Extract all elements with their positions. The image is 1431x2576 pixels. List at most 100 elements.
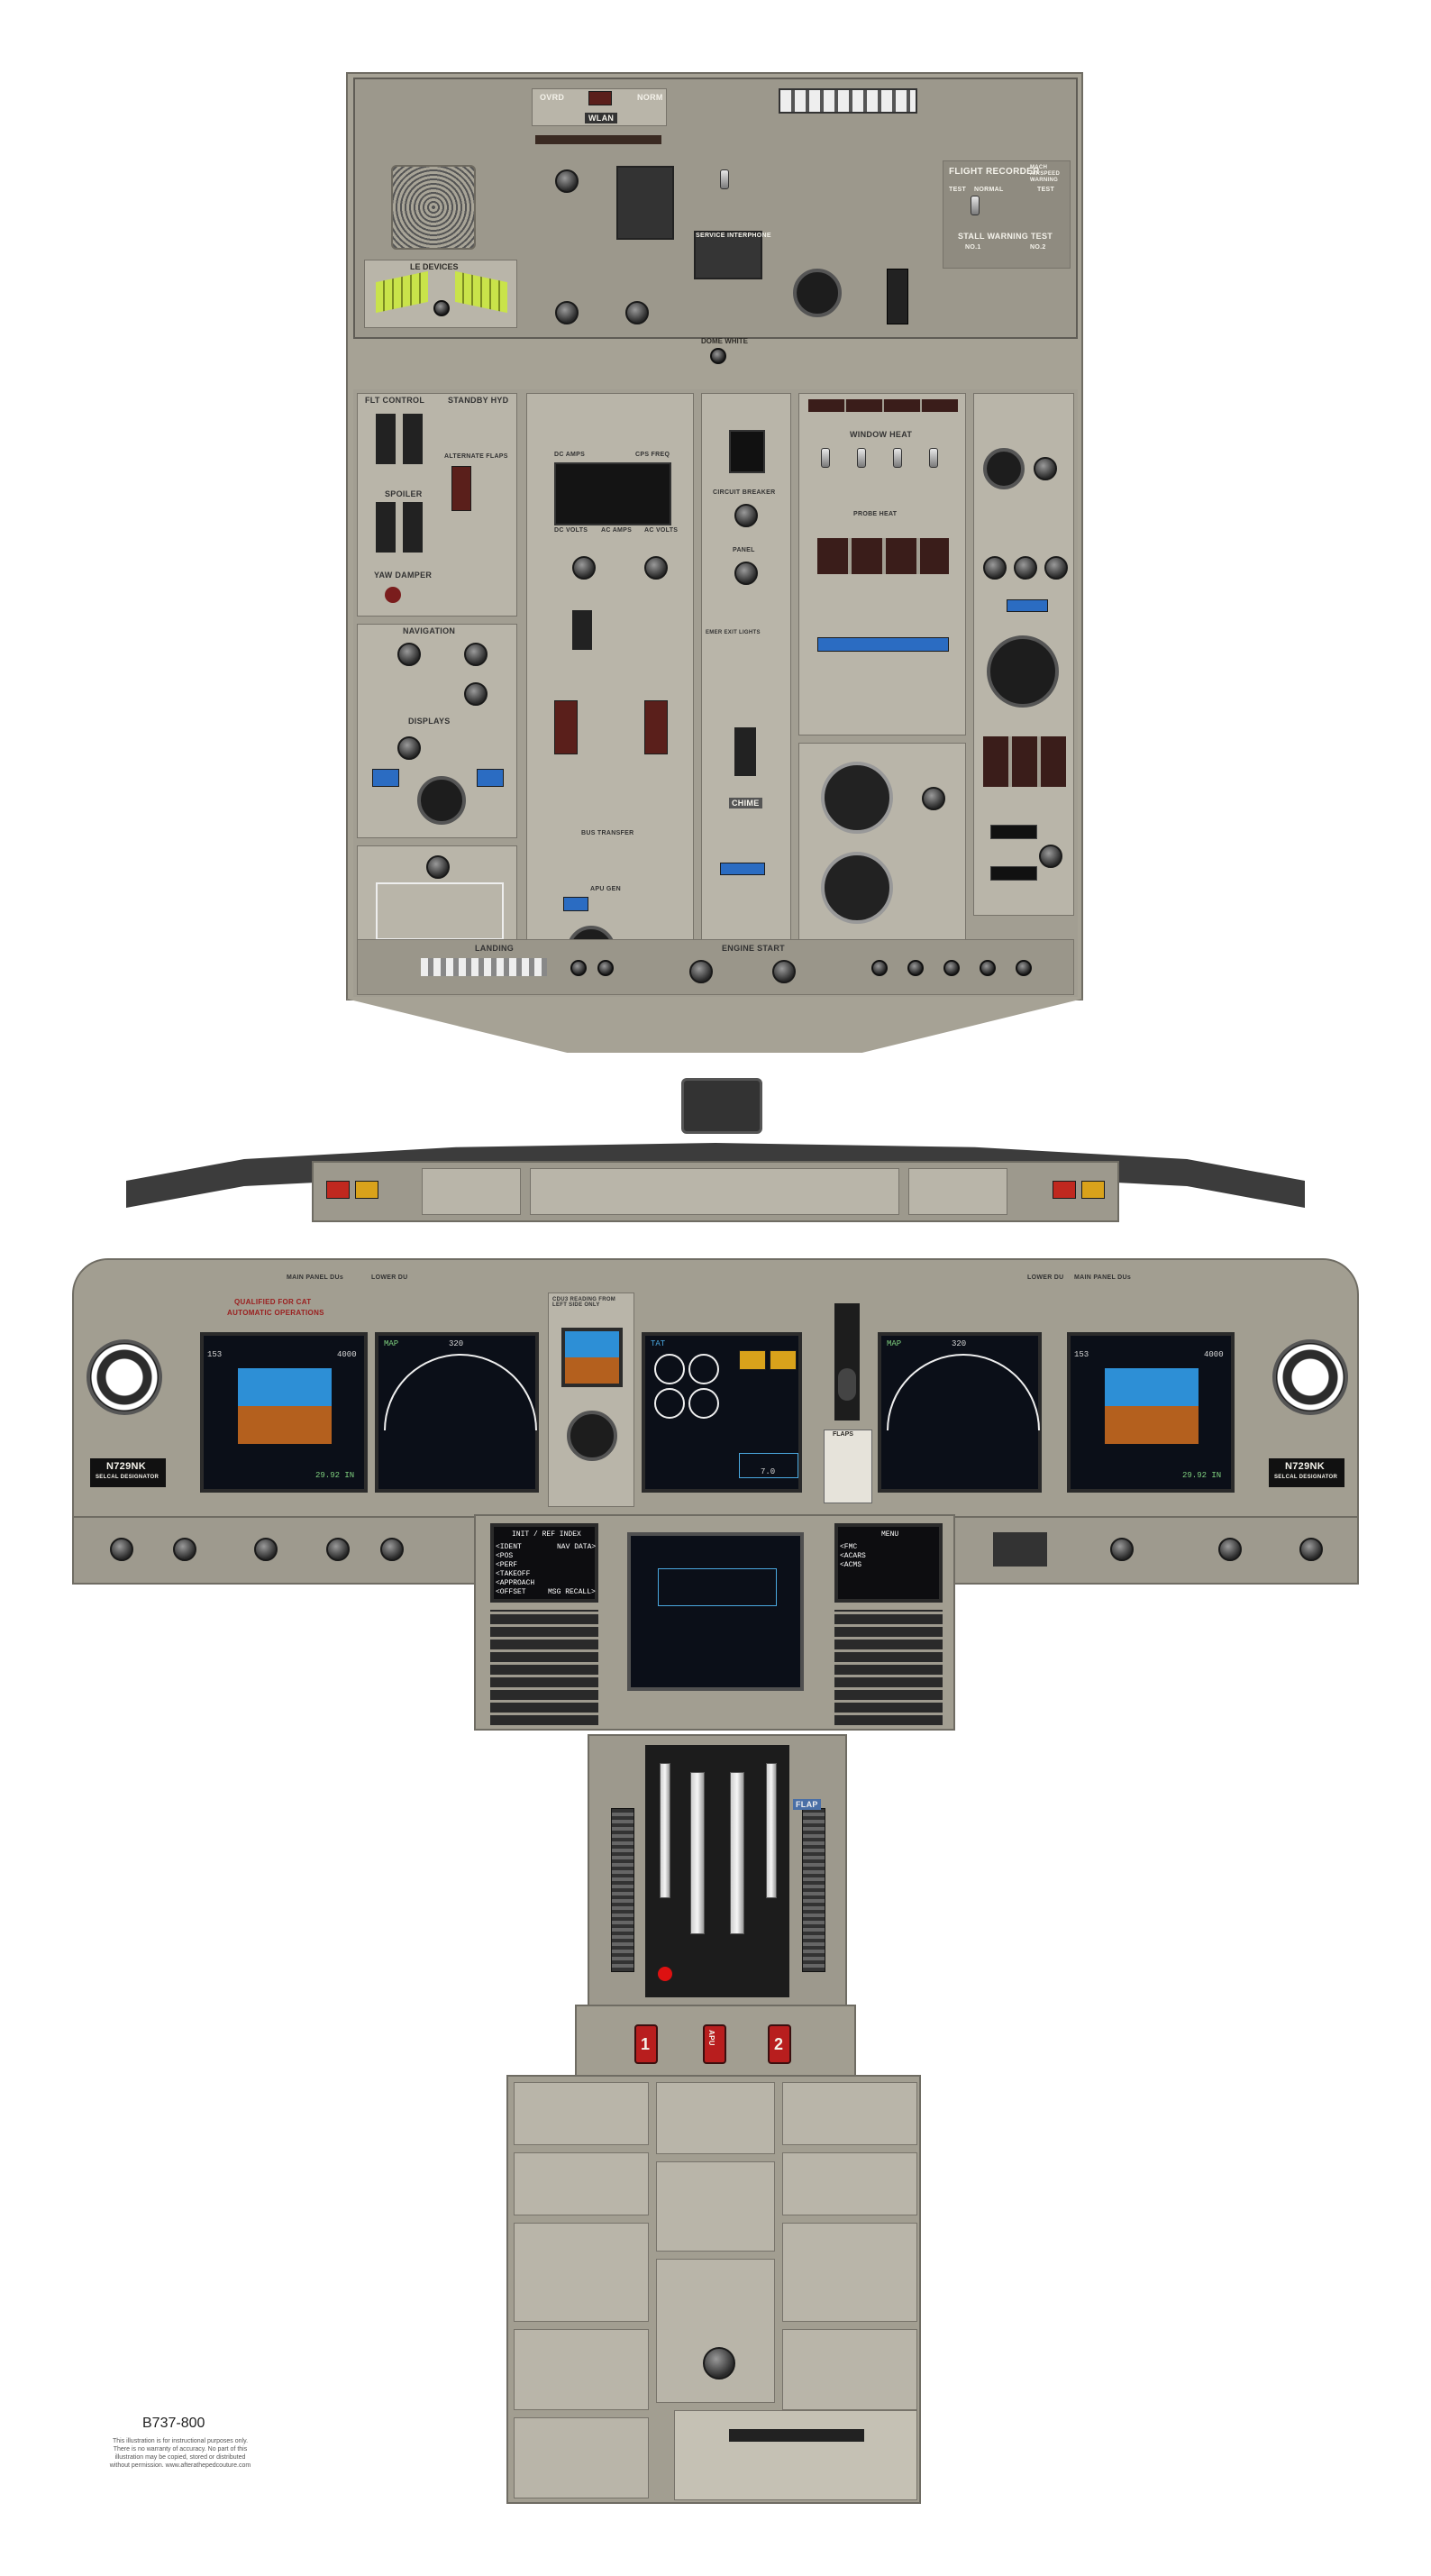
ovrd-label: OVRD <box>540 93 565 102</box>
cdu-left-line-4: <TAKEOFF <box>496 1570 531 1578</box>
apu-fire-handle[interactable]: APU <box>703 2024 726 2064</box>
pressurisation-knob[interactable] <box>1039 845 1062 868</box>
thrust-lever-1[interactable] <box>690 1772 705 1934</box>
rudder-trim-knob[interactable] <box>703 2347 735 2380</box>
logo-light-knob-3[interactable] <box>943 960 960 976</box>
dome-white-knob[interactable] <box>710 348 726 364</box>
fire-warn-right[interactable] <box>1053 1181 1076 1199</box>
pressure-lever[interactable] <box>887 269 908 324</box>
stab-trim-wheel-left[interactable] <box>611 1808 634 1972</box>
logo-light-knob-5[interactable] <box>1016 960 1032 976</box>
landing-label: LANDING <box>475 944 515 953</box>
lower-knob-r1[interactable] <box>1110 1538 1134 1561</box>
engine-2-fire-handle[interactable]: 2 <box>768 2024 791 2064</box>
window-heat-sw-4[interactable] <box>929 448 938 468</box>
lower-knob-l2[interactable] <box>173 1538 196 1561</box>
wlan-guard[interactable] <box>588 91 612 105</box>
nd-right-arc <box>887 1354 1040 1430</box>
lower-knob-l3[interactable] <box>254 1538 278 1561</box>
yaw-damper-switch[interactable] <box>385 587 401 603</box>
parking-brake[interactable] <box>658 1967 672 1981</box>
cdu-left-right-6: MSG RECALL> <box>548 1588 596 1596</box>
flt-control-switch-a[interactable] <box>376 414 396 464</box>
cdu-left-title: INIT / REF INDEX <box>512 1530 581 1539</box>
elec-switch[interactable] <box>572 610 592 650</box>
elec-guard-left[interactable] <box>554 700 578 754</box>
zone-knob-3[interactable] <box>1044 556 1068 580</box>
stab-trim-wheel-right[interactable] <box>802 1808 825 1972</box>
engine-start-knob-2[interactable] <box>772 960 796 983</box>
knob-upper-left[interactable] <box>555 169 579 193</box>
nav-knob-1[interactable] <box>397 643 421 666</box>
cdu-right-line-2: <ACARS <box>840 1552 866 1560</box>
fuel-diagram <box>376 882 504 940</box>
fire-warn-left[interactable] <box>326 1181 350 1199</box>
nd-left-arc <box>384 1354 537 1430</box>
radio-panel-right-4 <box>782 2329 917 2410</box>
elec-guard-right[interactable] <box>644 700 668 754</box>
logo-light-knob-1[interactable] <box>871 960 888 976</box>
clock-knob[interactable] <box>922 787 945 810</box>
spoiler-switch-b[interactable] <box>403 502 423 553</box>
spoiler-switch-a[interactable] <box>376 502 396 553</box>
engine-1-fire-label: 1 <box>641 2035 651 2053</box>
fuel-knob[interactable] <box>426 855 450 879</box>
engine-start-label: ENGINE START <box>722 944 785 953</box>
speedbrake-lever[interactable] <box>660 1763 670 1898</box>
gear-lever[interactable] <box>838 1368 856 1401</box>
cdu-panel: INIT / REF INDEX <IDENT <POS <PERF <TAKE… <box>474 1514 955 1731</box>
cdu-left-line-1: <IDENT <box>496 1543 522 1551</box>
le-devices-test-knob[interactable] <box>433 300 450 316</box>
cabin-temp-knob[interactable] <box>1034 457 1057 480</box>
nav-knob-3[interactable] <box>464 682 488 706</box>
norm-label: NORM <box>637 93 663 102</box>
window-heat-sw-1[interactable] <box>821 448 830 468</box>
standby-altimeter <box>567 1411 617 1461</box>
lower-knob-l5[interactable] <box>380 1538 404 1561</box>
flight-recorder-switch[interactable] <box>971 196 980 215</box>
runway-turnoff-knob-1[interactable] <box>570 960 587 976</box>
knob-mid-1[interactable] <box>555 301 579 324</box>
thrust-lever-2[interactable] <box>730 1772 744 1934</box>
left-clock <box>87 1339 162 1415</box>
lower-knob-r3[interactable] <box>1299 1538 1323 1561</box>
window-heat-sw-2[interactable] <box>857 448 866 468</box>
footer-title: B737-800 <box>142 2416 205 2431</box>
engine-1-fire-handle[interactable]: 1 <box>634 2024 658 2064</box>
stall-no2-label: NO.2 <box>1030 244 1046 251</box>
emer-exit-switch[interactable] <box>734 727 756 776</box>
service-interphone-switch[interactable] <box>720 169 729 189</box>
circuit-breaker-knob[interactable] <box>734 504 758 527</box>
autobrake-switches[interactable] <box>993 1532 1047 1567</box>
nav-knob-2[interactable] <box>464 643 488 666</box>
logo-light-knob-2[interactable] <box>907 960 924 976</box>
cdu-left-keypad[interactable] <box>490 1610 598 1725</box>
lower-knob-l4[interactable] <box>326 1538 350 1561</box>
le-devices-label: LE DEVICES <box>410 262 459 271</box>
radio-panel-center-3 <box>656 2259 775 2403</box>
master-caution-left[interactable] <box>355 1181 378 1199</box>
lower-knob-l1[interactable] <box>110 1538 133 1561</box>
zone-knob-2[interactable] <box>1014 556 1037 580</box>
flap-lever[interactable] <box>766 1763 777 1898</box>
flaps-gauge-placard <box>824 1430 872 1503</box>
bus-transfer-label: BUS TRANSFER <box>581 830 634 836</box>
lower-knob-r2[interactable] <box>1218 1538 1242 1561</box>
n1-gauge-2 <box>688 1354 719 1384</box>
cdu-right-keypad[interactable] <box>834 1610 943 1725</box>
engine-start-knob-1[interactable] <box>689 960 713 983</box>
alternate-flaps-guard[interactable] <box>451 466 471 511</box>
landing-switch-row[interactable] <box>421 958 547 976</box>
elec-knob-2[interactable] <box>644 556 668 580</box>
panel-knob[interactable] <box>734 562 758 585</box>
logo-light-knob-4[interactable] <box>980 960 996 976</box>
flt-control-switch-b[interactable] <box>403 414 423 464</box>
displays-knob-1[interactable] <box>397 736 421 760</box>
egt-gauge-1 <box>654 1388 685 1419</box>
runway-turnoff-knob-2[interactable] <box>597 960 614 976</box>
zone-knob-1[interactable] <box>983 556 1007 580</box>
master-caution-right[interactable] <box>1081 1181 1105 1199</box>
elec-knob-1[interactable] <box>572 556 596 580</box>
window-heat-sw-3[interactable] <box>893 448 902 468</box>
knob-mid-2[interactable] <box>625 301 649 324</box>
